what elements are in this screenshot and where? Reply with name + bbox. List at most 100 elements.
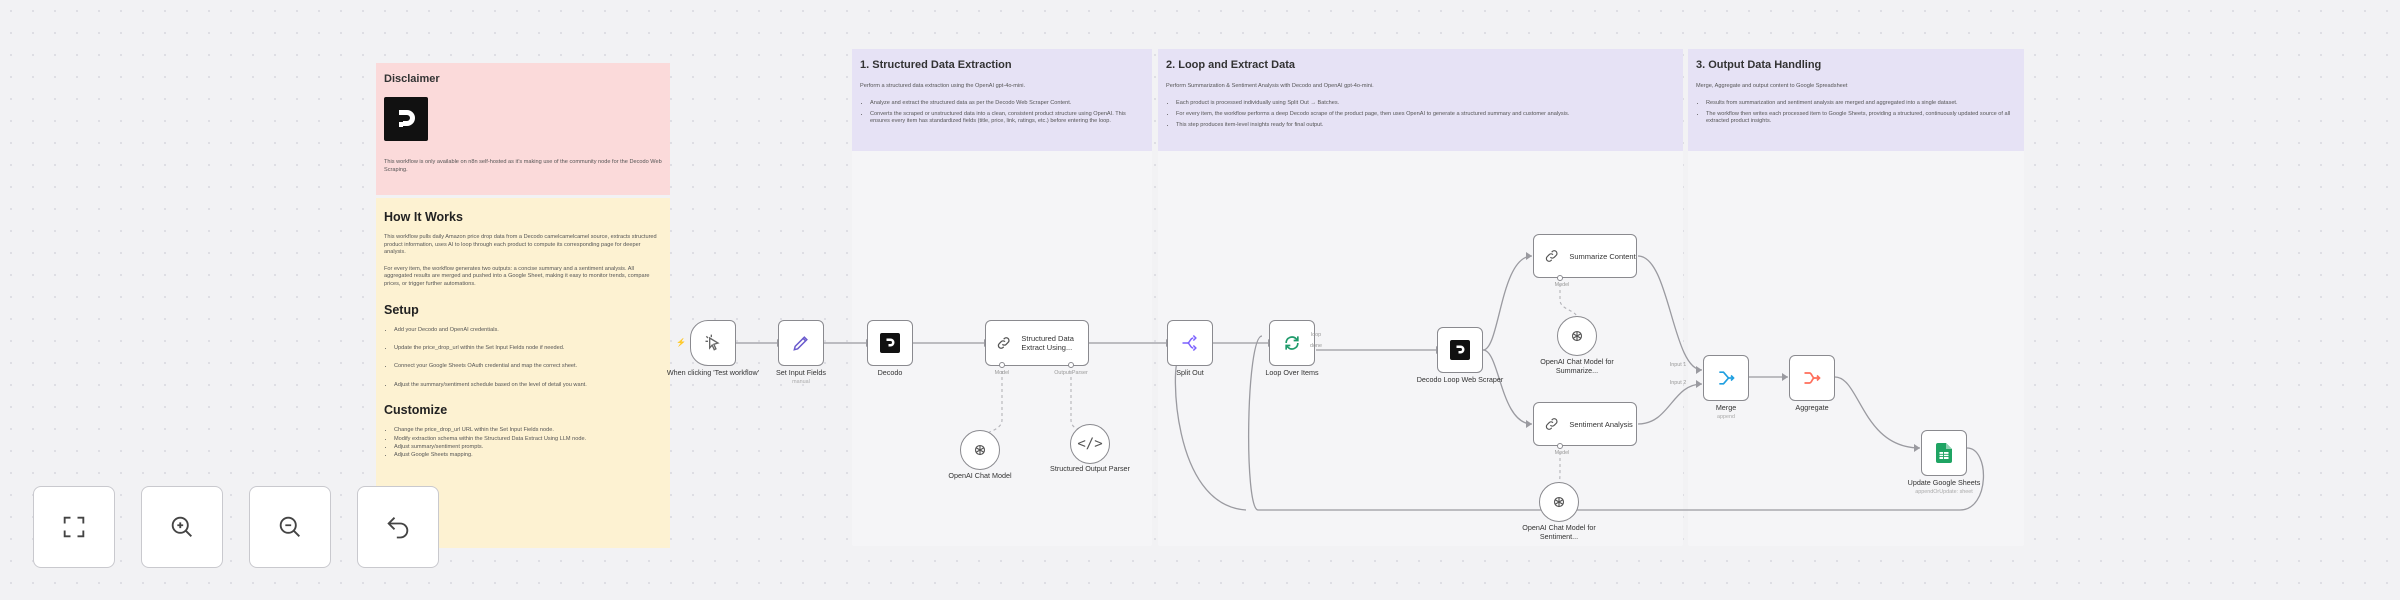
pencil-icon bbox=[793, 336, 808, 351]
node-label: Set Input Fields bbox=[776, 368, 826, 377]
list-item: Update the price_drop_url within the Set… bbox=[394, 345, 662, 352]
openai-chat-model-sentiment-node[interactable] bbox=[1539, 482, 1579, 522]
split-out-node[interactable] bbox=[1167, 320, 1213, 366]
connection-edge bbox=[1174, 360, 1247, 511]
model-connection bbox=[1558, 446, 1561, 486]
decodo-node[interactable] bbox=[867, 320, 913, 366]
list-item: Converts the scraped or unstructured dat… bbox=[870, 111, 1144, 126]
list-item: Each product is processed individually u… bbox=[1176, 100, 1675, 107]
list-item: Adjust summary/sentiment prompts. bbox=[394, 444, 662, 451]
note-list: Results from summarization and sentiment… bbox=[1696, 100, 2016, 126]
list-item: For every item, the workflow performs a … bbox=[1176, 111, 1675, 118]
section-zone-output bbox=[1688, 150, 2024, 546]
node-label: Decodo Loop Web Scraper bbox=[1416, 375, 1504, 384]
node-label: Decodo bbox=[877, 368, 903, 377]
port-label-model: Model bbox=[1554, 282, 1570, 288]
model-connection bbox=[979, 365, 1003, 441]
openai-icon bbox=[1553, 496, 1565, 508]
list-item: Add your Decodo and OpenAI credentials. bbox=[394, 327, 662, 334]
link-icon bbox=[997, 337, 1010, 349]
set-input-fields-node[interactable] bbox=[778, 320, 824, 366]
split-out-icon bbox=[1182, 334, 1197, 352]
connection-edge bbox=[1482, 255, 1533, 351]
sticky-note-output-handling[interactable]: 3. Output Data Handling Merge, Aggregate… bbox=[1688, 49, 2024, 151]
node-label: OpenAI Chat Model for Sentiment... bbox=[1522, 523, 1596, 541]
port-label-done: done bbox=[1310, 343, 1322, 349]
zoom-in-button[interactable] bbox=[141, 486, 223, 568]
zoom-out-button[interactable] bbox=[249, 486, 331, 568]
note-list: Each product is processed individually u… bbox=[1166, 100, 1675, 130]
port-label-model: Model bbox=[1554, 450, 1570, 456]
decodo-loop-web-scraper-node[interactable] bbox=[1437, 327, 1483, 373]
chain-icon bbox=[1545, 418, 1558, 430]
manual-trigger-node[interactable] bbox=[690, 320, 736, 366]
loop-over-items-node[interactable] bbox=[1269, 320, 1315, 366]
summarize-content-node[interactable]: Summarize Content bbox=[1533, 234, 1637, 278]
aggregate-node[interactable] bbox=[1789, 355, 1835, 401]
node-subtitle: manual bbox=[792, 379, 810, 385]
loop-icon bbox=[1285, 336, 1299, 350]
list-item: Adjust the summary/sentiment schedule ba… bbox=[394, 382, 662, 389]
sub-node-handle[interactable] bbox=[1557, 275, 1563, 281]
list-item: Results from summarization and sentiment… bbox=[1706, 100, 2016, 107]
connection-edge bbox=[1637, 383, 1703, 425]
list-item: Connect your Google Sheets OAuth credent… bbox=[394, 363, 662, 370]
openai-chat-model-node[interactable] bbox=[960, 430, 1000, 470]
list-item: Modify extraction schema within the Stru… bbox=[394, 436, 662, 443]
connection-edge bbox=[1637, 255, 1703, 371]
sticky-note-loop-extract[interactable]: 2. Loop and Extract Data Perform Summari… bbox=[1158, 49, 1683, 151]
sticky-note-structured-extraction[interactable]: 1. Structured Data Extraction Perform a … bbox=[852, 49, 1152, 151]
section-zone-loop bbox=[1158, 150, 1683, 546]
node-label: Summarize Content bbox=[1569, 251, 1636, 261]
node-label: Loop Over Items bbox=[1265, 368, 1319, 377]
decodo-icon bbox=[880, 333, 900, 353]
chain-icon bbox=[1545, 250, 1558, 262]
sub-node-handle[interactable] bbox=[1068, 362, 1074, 368]
port-label-output-parser: Output Parser bbox=[1054, 370, 1088, 376]
note-paragraph: For every item, the workflow generates t… bbox=[384, 265, 650, 287]
port-label-loop: loop bbox=[1310, 332, 1322, 338]
structured-data-extract-node[interactable]: Structured Data Extract Using... bbox=[985, 320, 1089, 366]
node-label: OpenAI Chat Model bbox=[948, 471, 1012, 480]
openai-chat-model-summarize-node[interactable] bbox=[1557, 316, 1597, 356]
merge-node[interactable] bbox=[1703, 355, 1749, 401]
note-heading-customize: Customize bbox=[384, 403, 448, 418]
zoom-in-icon bbox=[171, 516, 192, 537]
node-subtitle: appendOrUpdate: sheet bbox=[1915, 489, 1973, 495]
list-item: The workflow then writes each processed … bbox=[1706, 111, 2016, 126]
node-subtitle: append bbox=[1717, 414, 1735, 420]
node-label: Split Out bbox=[1176, 368, 1204, 377]
note-text: This workflow is only available on n8n s… bbox=[384, 159, 662, 173]
sticky-note-disclaimer[interactable]: Disclaimer This workflow is only availab… bbox=[376, 63, 670, 195]
node-label: Sentiment Analysis bbox=[1569, 419, 1633, 429]
openai-icon bbox=[974, 444, 986, 456]
note-title: How It Works bbox=[384, 210, 463, 224]
structured-output-parser-node[interactable]: </> bbox=[1070, 424, 1110, 464]
fit-view-button[interactable] bbox=[33, 486, 115, 568]
note-text: Perform Summarization & Sentiment Analys… bbox=[1166, 83, 1374, 89]
node-label: Update Google Sheets bbox=[1907, 478, 1981, 487]
list-item: Adjust Google Sheets mapping. bbox=[394, 452, 662, 459]
merge-icon bbox=[1719, 371, 1735, 385]
sub-node-handle[interactable] bbox=[1557, 443, 1563, 449]
port-label-model: Model bbox=[994, 370, 1010, 376]
list-item: Analyze and extract the structured data … bbox=[870, 100, 1144, 107]
customize-list: Change the price_drop_url URL within the… bbox=[384, 427, 662, 460]
sub-node-handle[interactable] bbox=[999, 362, 1005, 368]
google-sheets-icon bbox=[1936, 443, 1952, 463]
connection-edge bbox=[1482, 349, 1533, 425]
node-label: When clicking 'Test workflow' bbox=[666, 368, 760, 377]
reset-icon bbox=[387, 517, 409, 539]
reset-zoom-button[interactable] bbox=[357, 486, 439, 568]
node-label: Aggregate bbox=[1795, 403, 1829, 412]
node-label: Structured Data Extract Using... bbox=[1021, 334, 1074, 352]
note-text: Merge, Aggregate and output content to G… bbox=[1696, 83, 1848, 89]
decodo-logo bbox=[384, 97, 428, 141]
connection-edge bbox=[1248, 335, 1985, 511]
connection-edge bbox=[1834, 376, 1921, 449]
sentiment-analysis-node[interactable]: Sentiment Analysis bbox=[1533, 402, 1637, 446]
update-google-sheets-node[interactable] bbox=[1921, 430, 1967, 476]
sticky-note-how-it-works[interactable]: How It Works This workflow pulls daily A… bbox=[376, 198, 670, 548]
list-item: This step produces item-level insights r… bbox=[1176, 122, 1675, 129]
